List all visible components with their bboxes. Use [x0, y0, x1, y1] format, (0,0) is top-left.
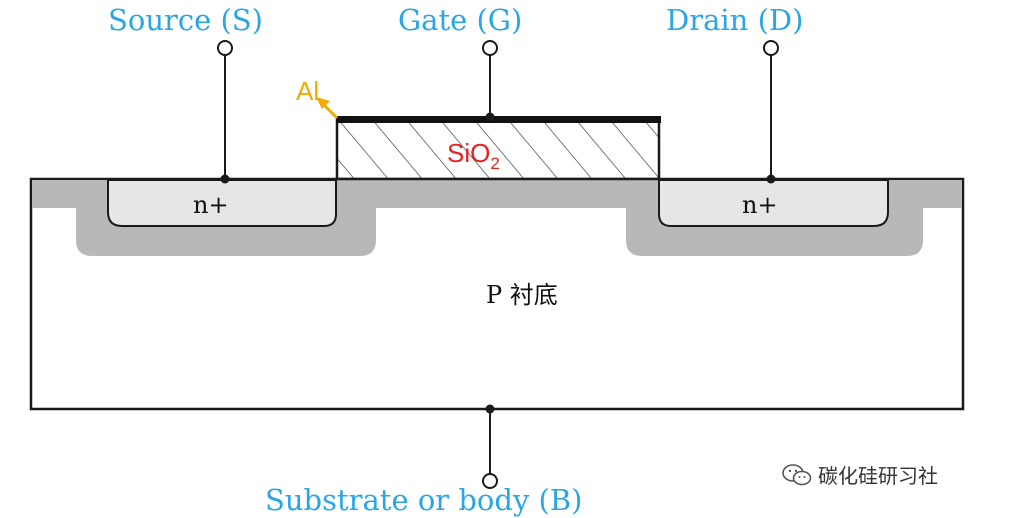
metal-arrow-icon: [316, 97, 339, 120]
substrate-label: P 衬底: [486, 281, 558, 309]
gate-oxide: [335, 118, 661, 181]
metal-label: Al: [296, 76, 319, 106]
gate-label: Gate (G): [398, 3, 523, 37]
body-label: Substrate or body (B): [265, 483, 583, 517]
gate-contact-dot: [485, 112, 495, 122]
drain-label: Drain (D): [666, 3, 804, 37]
body-terminal-icon: [482, 473, 498, 489]
drain-region-label: n+: [742, 191, 778, 219]
oxide-label-main: SiO: [447, 138, 490, 168]
watermark: 碳化硅研习社: [782, 460, 938, 489]
source-terminal-icon: [217, 40, 233, 56]
source-region-label: n+: [193, 191, 229, 219]
gate-terminal-icon: [482, 40, 498, 56]
oxide-label-subscript: 2: [490, 154, 499, 173]
gate-metal-plate: [336, 116, 661, 123]
drain-contact-dot: [766, 174, 776, 184]
oxide-label: SiO2: [447, 138, 500, 173]
drain-n-region: [658, 179, 889, 227]
watermark-text: 碳化硅研习社: [818, 464, 938, 488]
drain-terminal-icon: [763, 40, 779, 56]
source-n-region: [107, 179, 337, 227]
source-label: Source (S): [108, 3, 263, 37]
wechat-icon: [782, 463, 812, 485]
body-contact-dot: [485, 404, 495, 414]
source-contact-dot: [220, 174, 230, 184]
